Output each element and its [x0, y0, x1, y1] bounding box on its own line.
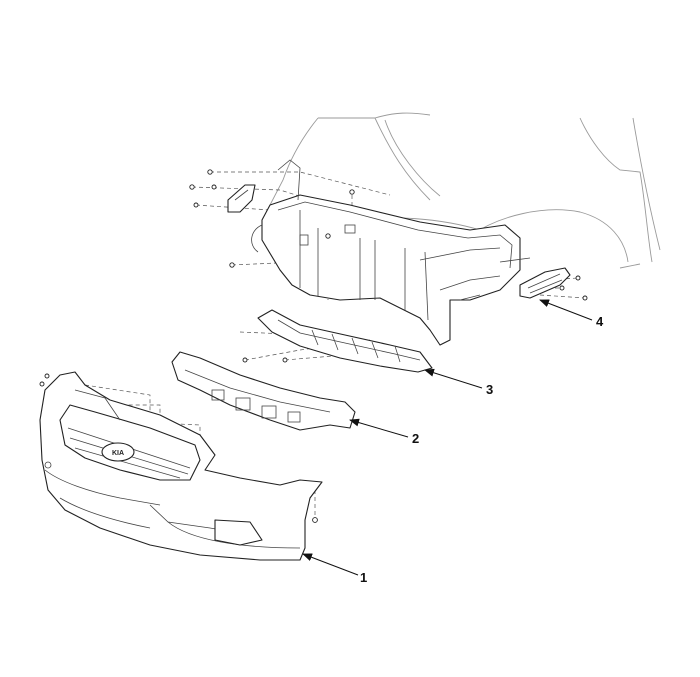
bolt-icon	[312, 517, 318, 523]
fastener-bolts	[39, 169, 588, 523]
bolt-icon	[193, 202, 199, 208]
bolt-icon	[39, 381, 45, 387]
callout-1: 1	[360, 570, 367, 585]
vehicle-body-outline	[269, 112, 661, 269]
part-3-lower-cover	[257, 309, 433, 373]
callout-4: 4	[596, 314, 604, 329]
callout-2: 2	[412, 431, 419, 446]
bolt-icon	[559, 285, 565, 291]
bolt-icon	[229, 262, 235, 268]
bolt-icon	[211, 184, 217, 190]
callout-3: 3	[486, 382, 493, 397]
bolt-icon	[575, 275, 581, 281]
bolt-icon	[582, 295, 588, 301]
bolt-icon	[325, 233, 331, 239]
bolt-icon	[349, 189, 355, 195]
bolt-icon	[282, 357, 288, 363]
bolt-icon	[44, 373, 50, 379]
callout-leader-lines	[302, 299, 593, 576]
kia-emblem-text: KIA	[112, 450, 124, 457]
part-4-side-bracket	[519, 267, 571, 299]
bolt-icon	[242, 357, 248, 363]
upper-mount-bracket	[227, 184, 256, 213]
part-2-energy-absorber	[171, 351, 356, 431]
bolt-icon	[207, 169, 213, 175]
part-1-front-bumper: KIA	[39, 371, 323, 561]
bolt-icon	[189, 184, 195, 190]
front-end-module	[251, 159, 531, 346]
